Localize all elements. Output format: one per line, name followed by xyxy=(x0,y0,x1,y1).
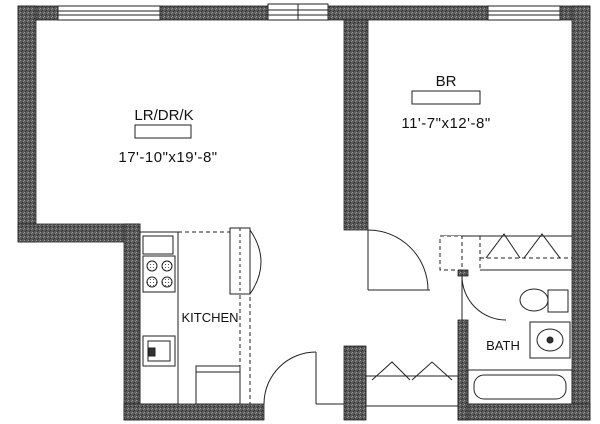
door-entry xyxy=(263,351,344,405)
wall-left-lr xyxy=(17,5,37,243)
wall-bottom-bath xyxy=(457,403,591,421)
bedroom-closet xyxy=(439,233,572,271)
kitchen-cabinet-top xyxy=(142,235,174,255)
door-bedroom xyxy=(367,229,430,291)
wall-top-mid-left xyxy=(159,5,269,21)
hall-closet xyxy=(365,361,459,407)
door-bath xyxy=(461,275,507,321)
walls xyxy=(17,5,591,421)
bath-sink-icon xyxy=(529,321,571,359)
wall-bath-left xyxy=(457,319,469,421)
window-lr-center xyxy=(267,3,329,21)
br-label-box xyxy=(411,90,481,105)
label-boxes xyxy=(134,90,481,139)
doors xyxy=(263,229,507,405)
kitchen-label: KITCHEN xyxy=(181,310,238,325)
wall-top-mid-right xyxy=(327,5,489,21)
br-room-dimensions: 11'-7"x12'-8" xyxy=(401,115,490,132)
kitchen-fixtures xyxy=(139,227,262,405)
wall-left-kitchen xyxy=(123,223,141,421)
stove-icon xyxy=(142,255,176,293)
window-lr-left xyxy=(57,5,161,21)
wall-center-upper xyxy=(343,19,369,231)
wall-bath-top xyxy=(457,269,469,277)
closet-doors xyxy=(229,227,262,295)
bath-fixtures xyxy=(467,288,573,405)
wall-bottom-left xyxy=(123,403,265,421)
windows xyxy=(57,3,561,21)
toilet-icon xyxy=(519,288,569,313)
wall-right xyxy=(571,5,591,421)
bathtub-icon xyxy=(467,369,573,405)
wall-lr-bottom xyxy=(17,223,141,243)
br-room-name: BR xyxy=(436,73,457,90)
lr-label-box xyxy=(134,124,192,139)
lr-room-name: LR/DR/K xyxy=(134,107,193,124)
lr-room-dimensions: 17'-10"x19'-8" xyxy=(118,149,217,166)
wall-center-lower xyxy=(343,345,367,421)
window-br xyxy=(487,5,561,21)
closet-small xyxy=(439,235,463,271)
sink-icon xyxy=(142,335,176,367)
bath-label: BATH xyxy=(486,338,520,353)
